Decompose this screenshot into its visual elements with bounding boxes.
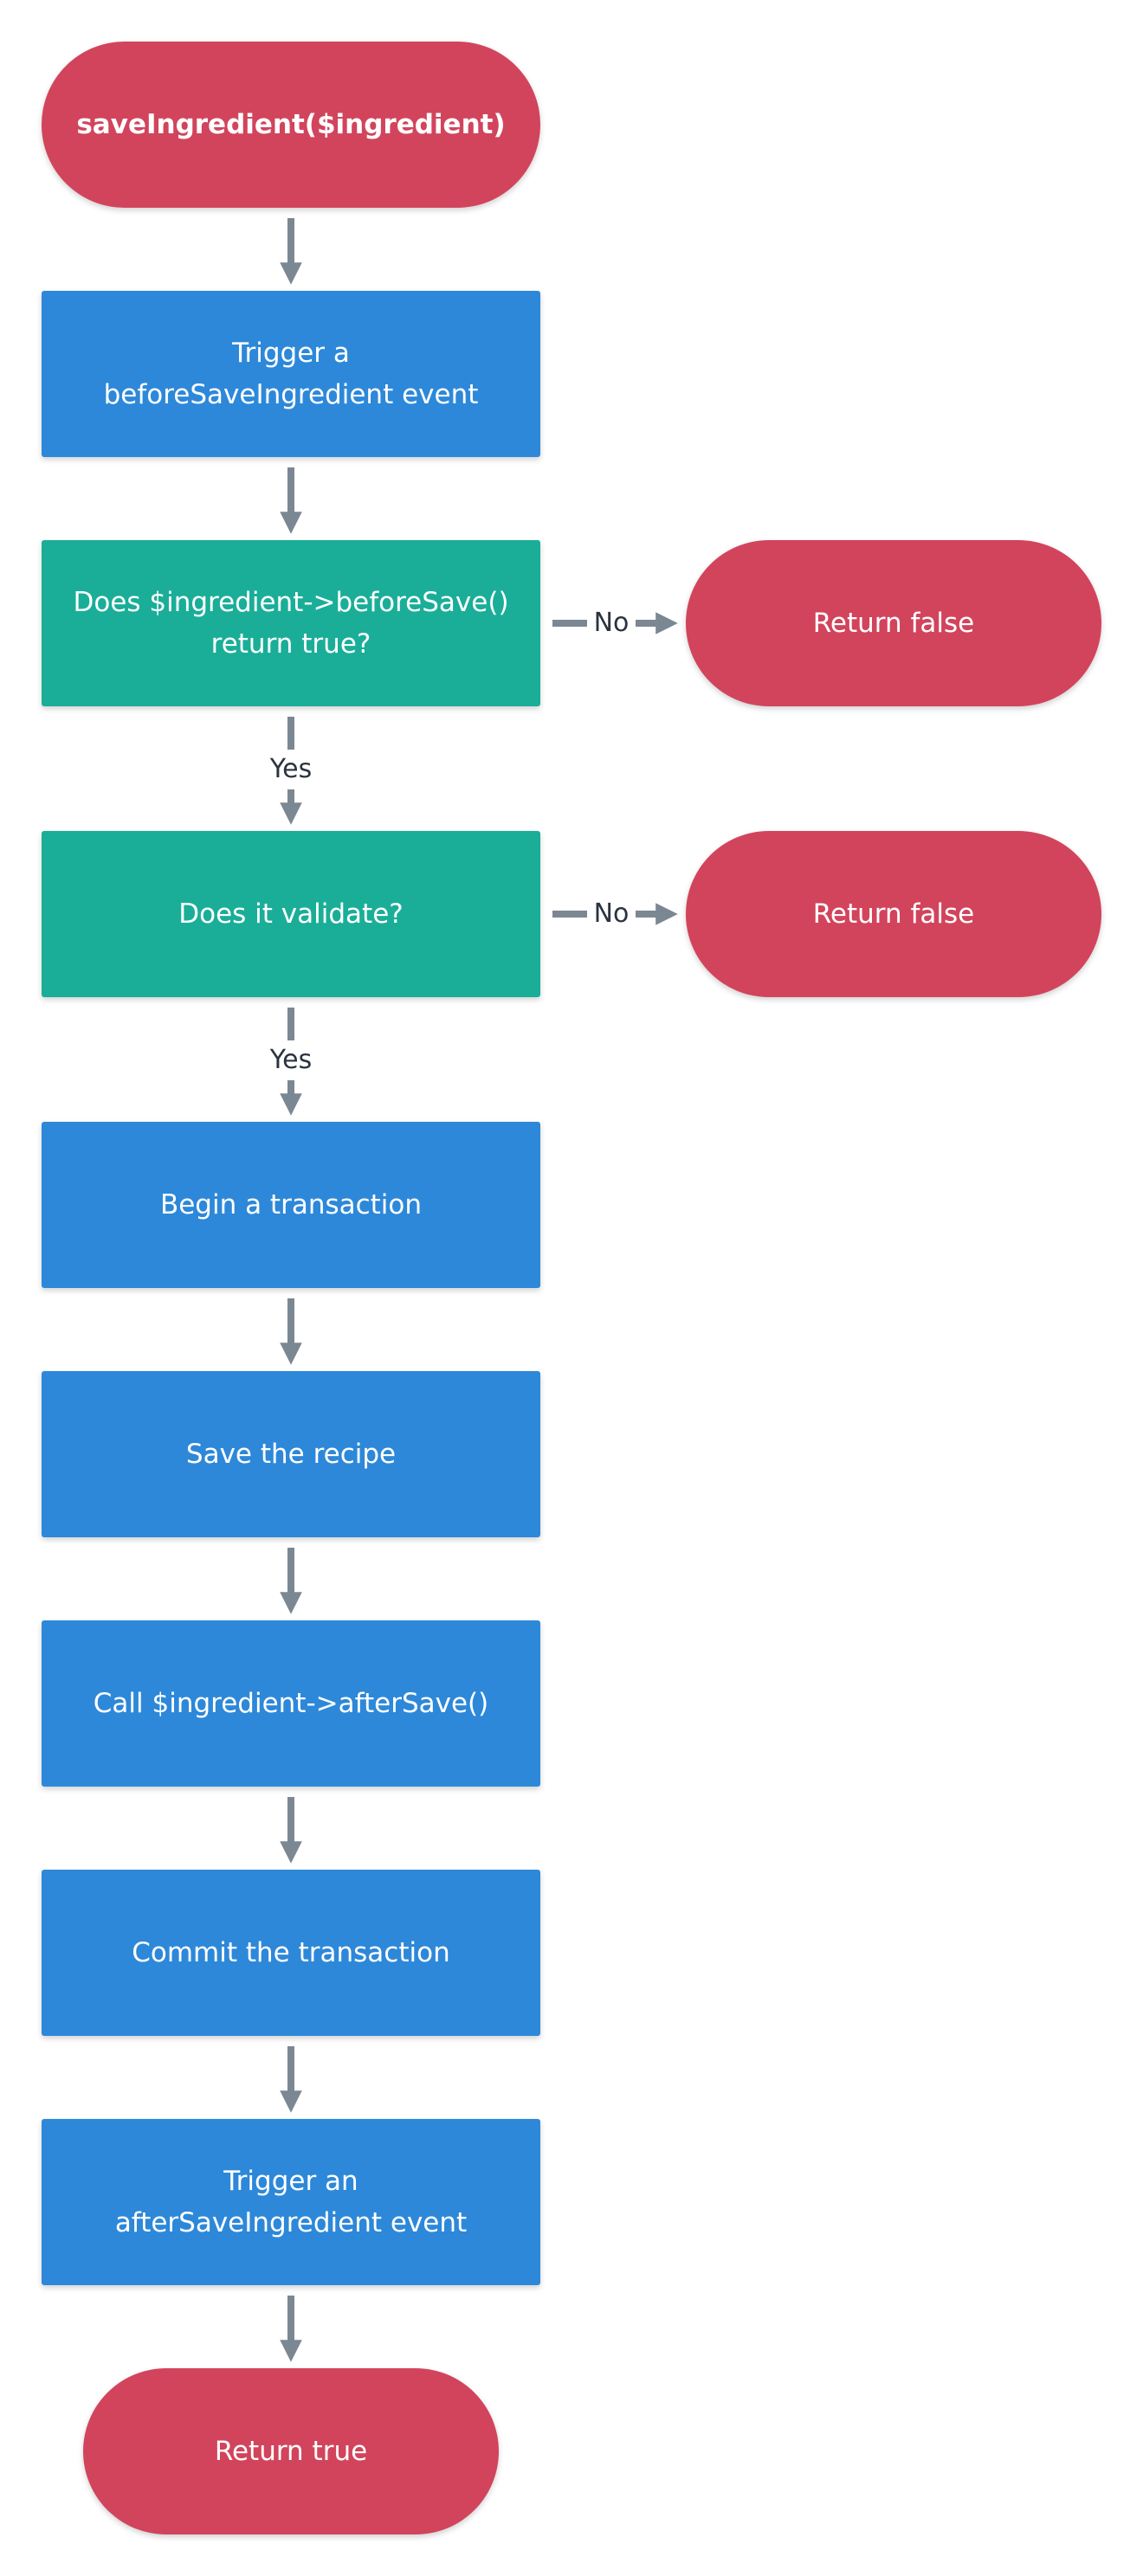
trigger-before-event-label: Trigger a beforeSaveIngredient event xyxy=(103,338,479,410)
return-false-label-1: Return false xyxy=(812,608,975,639)
return-false-node-1: Return false xyxy=(686,540,1101,706)
save-recipe-label: Save the recipe xyxy=(185,1439,397,1470)
commit-transaction-label: Commit the transaction xyxy=(132,1937,450,1968)
return-false-label-2: Return false xyxy=(812,898,975,930)
call-aftersave-label: Call $ingredient->afterSave() xyxy=(93,1688,489,1719)
edge-label-no-2: No xyxy=(589,898,634,930)
edge-label-no-1: No xyxy=(589,608,634,639)
validate-decision-node: Does it validate? xyxy=(42,831,540,997)
trigger-after-event-label: Trigger an afterSaveIngredient event xyxy=(114,2166,468,2238)
start-node: saveIngredient($ingredient) xyxy=(42,42,540,208)
beforesave-decision-label: Does $ingredient->beforeSave() return tr… xyxy=(73,587,509,660)
save-recipe-node: Save the recipe xyxy=(42,1371,540,1537)
beforesave-decision-node: Does $ingredient->beforeSave() return tr… xyxy=(42,540,540,706)
validate-decision-label: Does it validate? xyxy=(178,898,404,930)
return-true-label: Return true xyxy=(214,2436,368,2467)
begin-transaction-node: Begin a transaction xyxy=(42,1122,540,1288)
return-true-node: Return true xyxy=(83,2368,499,2534)
return-false-node-2: Return false xyxy=(686,831,1101,997)
start-node-label: saveIngredient($ingredient) xyxy=(76,109,506,140)
trigger-before-event-node: Trigger a beforeSaveIngredient event xyxy=(42,291,540,457)
begin-transaction-label: Begin a transaction xyxy=(159,1189,423,1220)
edge-label-yes-2: Yes xyxy=(256,1045,326,1076)
edge-label-yes-1: Yes xyxy=(256,754,326,785)
call-aftersave-node: Call $ingredient->afterSave() xyxy=(42,1620,540,1787)
trigger-after-event-node: Trigger an afterSaveIngredient event xyxy=(42,2119,540,2285)
commit-transaction-node: Commit the transaction xyxy=(42,1870,540,2036)
